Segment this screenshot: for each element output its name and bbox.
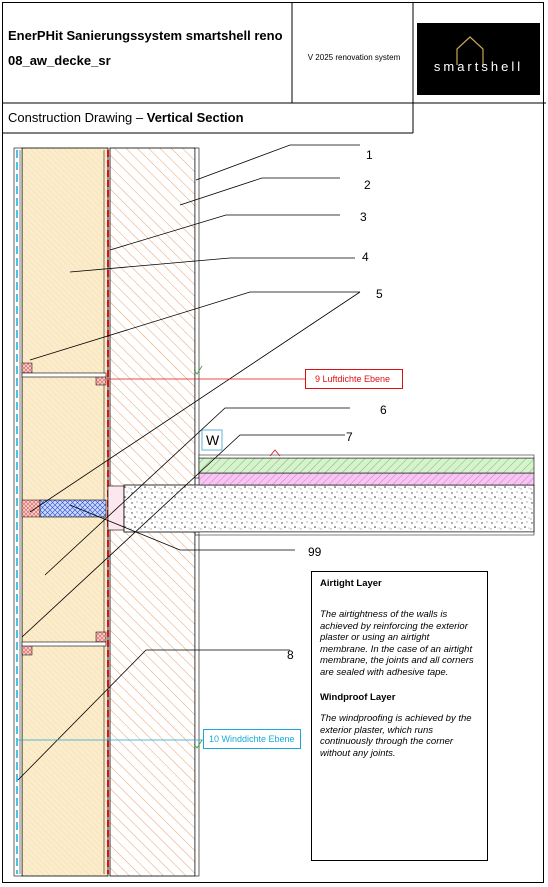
callout-7: 7 [346, 430, 353, 444]
callout-99: 99 [308, 545, 322, 559]
callout-5: 5 [376, 287, 383, 301]
callout-3: 3 [360, 210, 367, 224]
exterior-plaster [13, 147, 23, 877]
bracket-lower [21, 631, 107, 656]
sound-symbol-label: W [206, 432, 220, 448]
subtitle-emphasis: Vertical Section [146, 110, 244, 125]
windproof-heading: Windproof Layer [320, 692, 396, 703]
sound-symbol [201, 429, 223, 451]
callout-2: 2 [364, 178, 371, 192]
leader-lines [17, 144, 361, 781]
callout-4: 4 [362, 250, 369, 264]
windproof-tag: 10 Winddichte Ebene [203, 729, 301, 749]
header-grid [2, 2, 546, 134]
version-label: V 2025 renovation system [307, 53, 401, 62]
callout-6: 6 [380, 403, 387, 417]
drawing-title: EnerPHit Sanierungssystem smartshell ren… [8, 28, 283, 43]
callout-8: 8 [287, 648, 294, 662]
drawing-code: 08_aw_decke_sr [8, 53, 111, 68]
check-mark-upper [193, 365, 203, 375]
logo-text: smartshell [433, 59, 524, 74]
section-subtitle: Construction Drawing – Vertical Section [8, 110, 244, 125]
notes-box: Airtight Layer The airtightness of the w… [311, 571, 488, 861]
subtitle-prefix: Construction Drawing – [8, 110, 147, 125]
smartshell-logo: smartshell [417, 23, 540, 95]
bracket-upper [21, 362, 107, 386]
windproof-text: The windproofing is achieved by the exte… [320, 713, 472, 759]
airtight-heading: Airtight Layer [320, 578, 382, 589]
airtight-tag: 9 Luftdichte Ebene [305, 369, 403, 389]
floor-slab [123, 449, 535, 536]
airtight-text: The airtightness of the walls is achieve… [320, 609, 474, 678]
check-mark-lower [193, 739, 203, 749]
house-icon [456, 36, 484, 65]
callout-1: 1 [366, 148, 373, 162]
